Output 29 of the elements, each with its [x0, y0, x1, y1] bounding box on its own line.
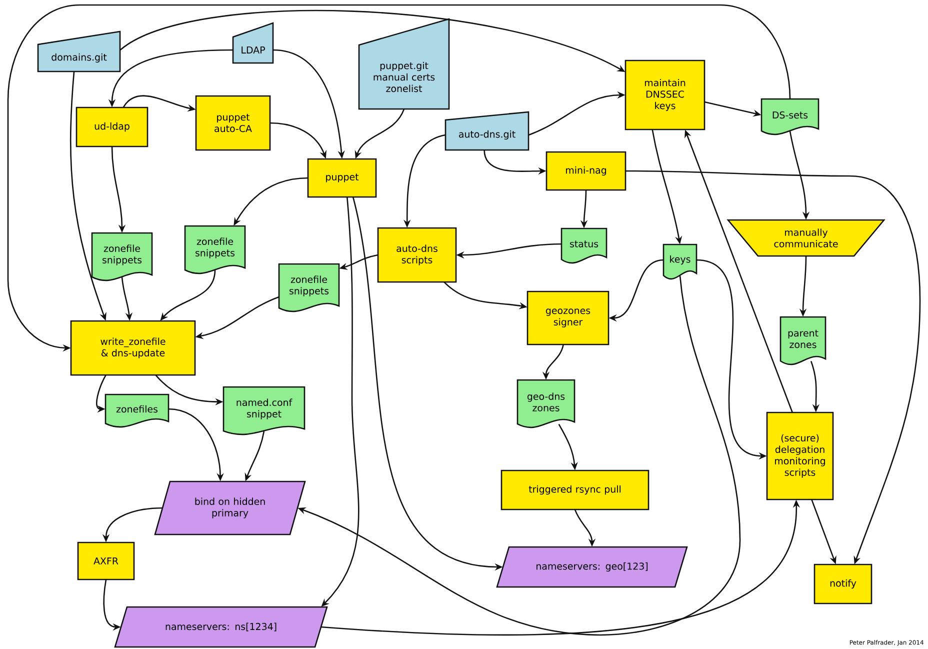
process-box: notify: [814, 564, 872, 604]
document-box: zonefile snippets: [278, 263, 340, 312]
document-box: keys: [662, 244, 698, 280]
document-box: zonefile snippets: [91, 232, 153, 281]
data-box: bind on hidden primary: [154, 480, 306, 536]
process-box: write_zonefile & dns-update: [70, 320, 196, 376]
manual-input-box: puppet.git manual certs zonelist: [358, 18, 450, 110]
process-box: maintain DNSSEC keys: [624, 60, 706, 130]
data-box: nameservers: geo[123]: [496, 546, 688, 588]
document-box: parent zones: [780, 316, 826, 365]
data-box: nameservers: ns[1234]: [114, 606, 328, 648]
process-box: geozones signer: [526, 290, 610, 346]
manual-input-box: auto-dns.git: [444, 111, 530, 151]
process-box: mini-nag: [546, 151, 626, 191]
document-box: DS-sets: [760, 98, 820, 135]
process-box: puppet auto-CA: [195, 95, 271, 151]
process-box: auto-dns scripts: [377, 227, 457, 283]
process-box: AXFR: [77, 542, 135, 580]
document-box: zonefiles: [104, 394, 170, 428]
document-box: status: [560, 228, 608, 264]
process-box: (secure) delegation monitoring scripts: [766, 412, 834, 500]
document-box: geo-dns zones: [516, 379, 576, 428]
document-box: zonefile snippets: [184, 225, 246, 274]
document-box: named.conf snippet: [222, 386, 306, 435]
process-box: triggered rsync pull: [500, 470, 650, 510]
manual-input-box: LDAP: [232, 22, 274, 64]
manual-input-box: domains.git: [37, 30, 121, 72]
process-box: puppet: [307, 158, 377, 198]
process-box: ud-ldap: [76, 106, 148, 148]
